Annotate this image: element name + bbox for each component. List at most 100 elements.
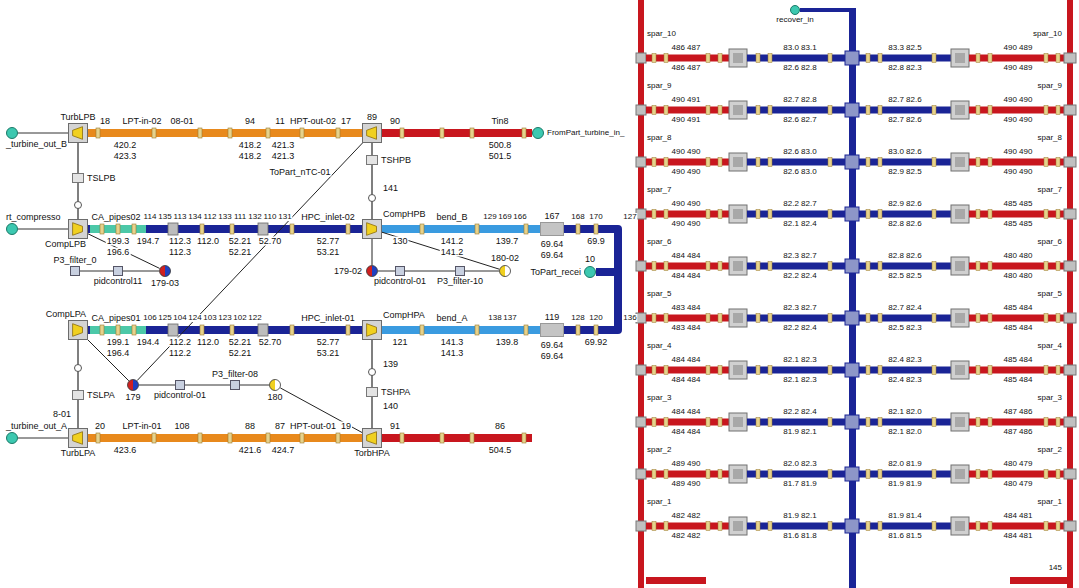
pipe-fitting	[336, 128, 340, 138]
shaft-box: TSLPB	[72, 173, 84, 183]
control-half	[165, 266, 171, 277]
control-node: 180-02	[499, 265, 511, 277]
control-half	[500, 266, 506, 277]
value-label: 83.0 83.1	[782, 44, 817, 52]
shaft-box: TSHPB	[366, 155, 378, 165]
manifold	[849, 8, 856, 588]
node-label: 179	[124, 393, 141, 402]
value-label: 10	[584, 255, 596, 264]
value-label: spar_8	[1037, 134, 1063, 142]
control-box: pidcontrol-01	[175, 380, 185, 390]
value-label: 486 487	[671, 64, 702, 72]
value-label: 104	[172, 314, 187, 322]
signal-line	[382, 232, 499, 269]
pipe-fitting	[100, 224, 104, 234]
value-label: 141.3	[440, 338, 465, 347]
signal-line	[88, 234, 160, 269]
value-label: 489 490	[671, 460, 702, 468]
control-box: P3_filter_0	[70, 266, 80, 276]
value-label: HPC_inlet-01	[300, 314, 356, 323]
compressor-box: CompLPB	[68, 219, 88, 239]
value-label: 82.1 82.4	[782, 220, 817, 228]
node-label: TurbLPA	[60, 449, 97, 458]
value-label: spar_4	[1037, 342, 1063, 350]
value-label: 490 489	[1003, 64, 1034, 72]
spar-spine	[638, 0, 644, 588]
value-label: spar_6	[1037, 238, 1063, 246]
value-label: 485 484	[1003, 356, 1034, 364]
pipe-fitting	[400, 433, 404, 443]
value-label: 131	[277, 213, 292, 221]
pipe-fitting	[440, 128, 444, 138]
control-node: 179-02	[366, 265, 378, 277]
pipe-fitting	[576, 224, 580, 234]
turbine-box: TorbHPA	[362, 428, 382, 448]
node-label: TSLPB	[86, 174, 117, 183]
value-label: 141.2	[440, 237, 465, 246]
value-label: 194.4	[136, 338, 161, 347]
value-label: 199.1	[106, 338, 131, 347]
value-label: 82.5 82.5	[887, 272, 922, 280]
signal-line	[371, 340, 373, 387]
signal-line	[18, 438, 68, 439]
value-label: spar_7	[646, 186, 672, 194]
signal-line	[18, 229, 68, 230]
value-label: spar_5	[646, 290, 672, 298]
node-label: pidcontrol-01	[373, 277, 427, 286]
value-label: 53.21	[316, 349, 341, 358]
value-label: spar_2	[1037, 446, 1063, 454]
exhaust-pipe	[1010, 577, 1067, 584]
pipe-fitting	[132, 224, 136, 234]
value-label: 139.7	[495, 237, 520, 246]
value-label: 485 484	[1003, 304, 1034, 312]
control-half	[367, 266, 373, 277]
pipe-connector	[88, 434, 362, 442]
value-label: 82.7 82.8	[782, 96, 817, 104]
pipe-fitting	[522, 433, 526, 443]
value-label: 81.9 81.4	[887, 512, 922, 520]
value-label: 489 490	[671, 480, 702, 488]
pipe-fitting	[96, 433, 100, 443]
value-label: 82.1 82.3	[782, 356, 817, 364]
pipe-fitting	[475, 224, 479, 234]
value-label: LPT-in-02	[121, 117, 162, 126]
value-label: 53.21	[316, 248, 341, 257]
boundary-node: FromPart_turbine_in_	[532, 127, 544, 139]
boundary-node: _turbine_out_B	[6, 127, 18, 139]
hot-pipe	[382, 434, 532, 442]
pipe-fitting	[290, 224, 294, 234]
value-label: 83.0 82.6	[887, 148, 922, 156]
value-label: 484 484	[671, 272, 702, 280]
value-label: 69.9	[586, 237, 606, 246]
node-label: P3_filter_0	[52, 256, 97, 265]
value-label: 81.9 82.1	[782, 428, 817, 436]
compressor-box: CompHPA	[362, 320, 382, 340]
value-label: 82.6 82.8	[782, 64, 817, 72]
compressor-icon	[363, 220, 381, 238]
value-label: 82.9 82.5	[887, 168, 922, 176]
signal-line	[123, 271, 159, 272]
value-label: 90	[389, 117, 401, 126]
value-label: spar_3	[646, 394, 672, 402]
signal-line	[372, 239, 373, 265]
value-label: 124	[187, 314, 202, 322]
value-label: 18	[99, 117, 111, 126]
value-label: 52.21	[228, 248, 253, 257]
value-label: 484 484	[671, 356, 702, 364]
pipe-fitting	[470, 128, 474, 138]
value-label: spar_1	[1037, 498, 1063, 506]
value-label: 423.6	[113, 446, 138, 455]
value-label: 102	[232, 314, 247, 322]
value-label: 421.3	[271, 141, 296, 150]
node-label: FromPart_turbine_in_	[546, 129, 625, 137]
value-label: 484 481	[1003, 512, 1034, 520]
value-label: 490 491	[671, 116, 702, 124]
recover-line	[800, 8, 852, 12]
value-label: 81.9 82.1	[782, 512, 817, 520]
value-label: spar_6	[646, 238, 672, 246]
compressor-box: CompLPA	[68, 320, 88, 340]
node-label: CompLPB	[44, 240, 87, 249]
value-label: 145	[1048, 564, 1063, 572]
turbine-box: 89	[362, 123, 382, 143]
